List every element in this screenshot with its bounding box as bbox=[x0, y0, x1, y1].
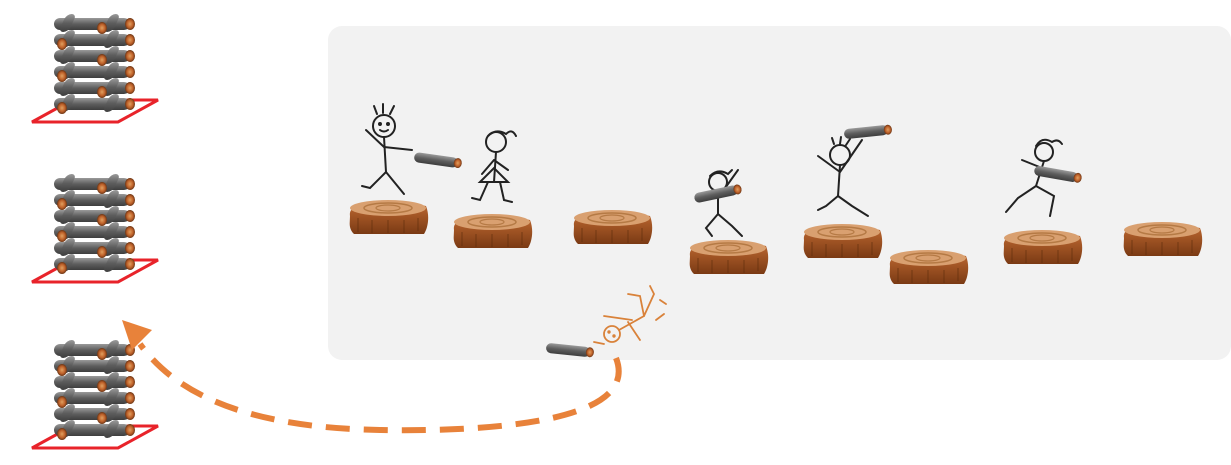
stump-7 bbox=[1004, 230, 1083, 264]
stump-5 bbox=[804, 224, 883, 258]
stump-3 bbox=[574, 210, 653, 244]
stick-figure-1 bbox=[362, 104, 412, 194]
stick-figure-3 bbox=[702, 170, 742, 236]
log-carried-1 bbox=[414, 152, 463, 169]
stump-6 bbox=[890, 250, 969, 284]
stick-figure-4 bbox=[818, 137, 868, 216]
log-carried-5 bbox=[1033, 165, 1082, 183]
stump-1 bbox=[350, 200, 429, 234]
stump-4 bbox=[690, 240, 769, 274]
arrowhead-icon bbox=[122, 320, 152, 350]
log-carried-4 bbox=[844, 124, 893, 139]
stump-8 bbox=[1124, 222, 1203, 256]
stump-2 bbox=[454, 214, 533, 248]
stick-figure-2 bbox=[472, 131, 516, 202]
dropped-log bbox=[546, 343, 595, 358]
fallen-stick-figure bbox=[594, 286, 666, 344]
dashed-return-arrow bbox=[140, 344, 619, 430]
